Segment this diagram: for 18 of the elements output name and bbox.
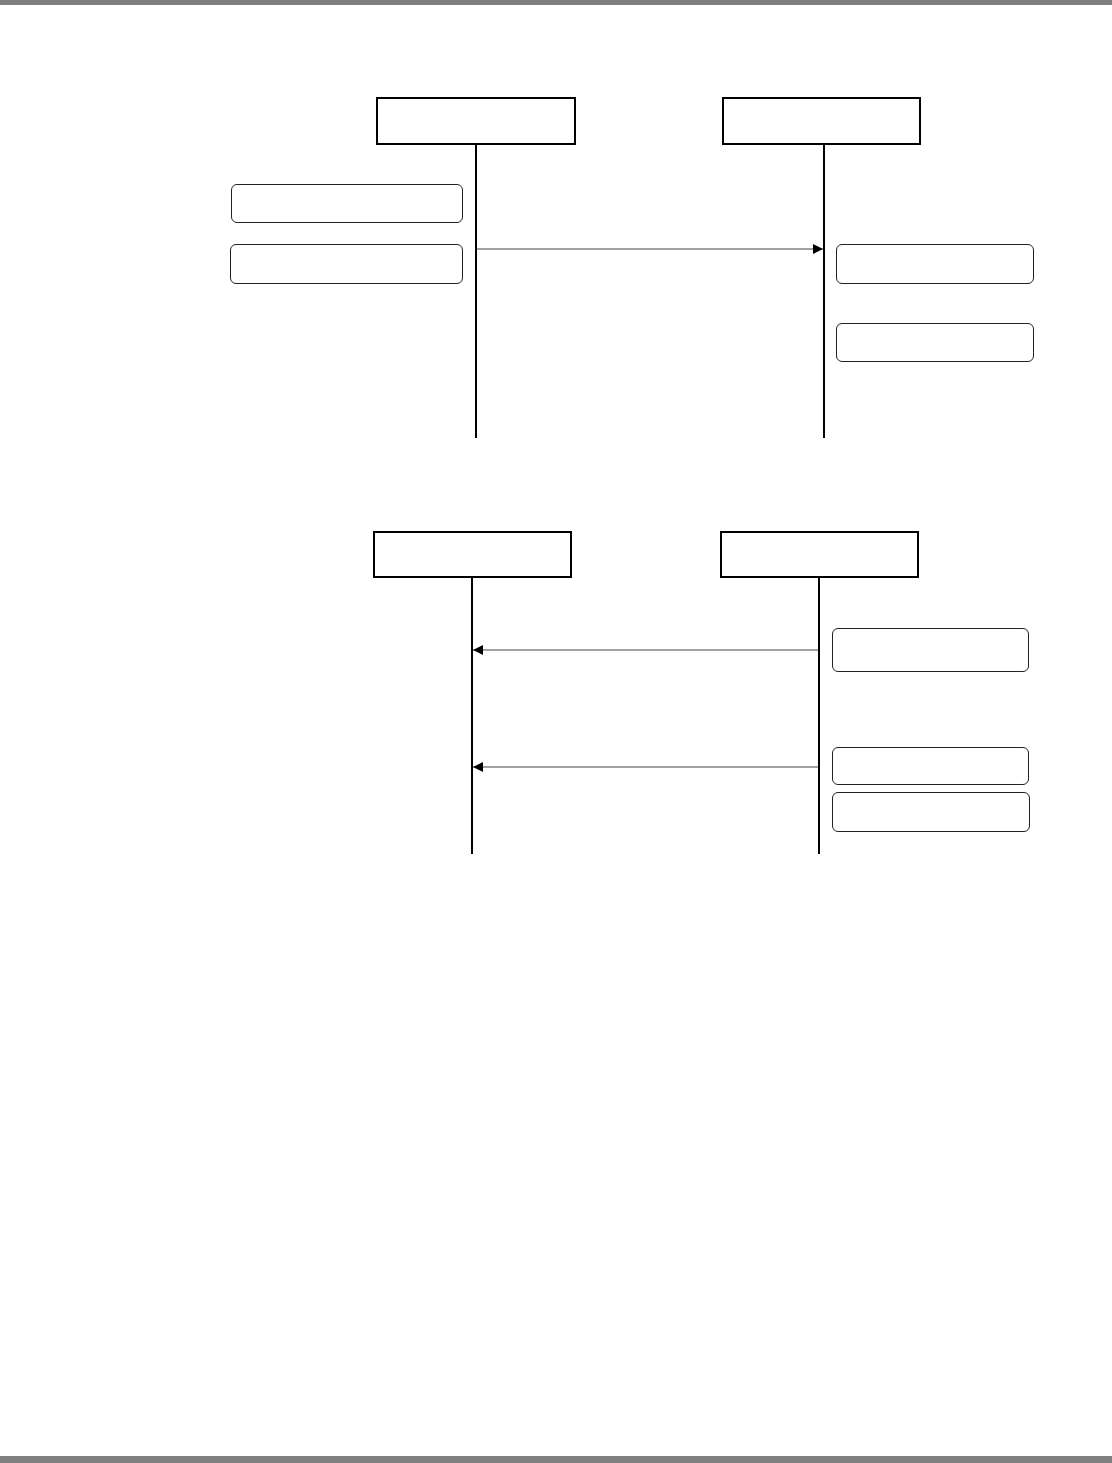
participant-box xyxy=(720,531,919,578)
message-arrow xyxy=(472,645,819,655)
lifeline xyxy=(818,577,820,854)
lifeline xyxy=(823,144,825,438)
note-box xyxy=(832,628,1029,672)
message-arrow xyxy=(476,244,824,254)
note-box xyxy=(230,244,463,284)
participant-box xyxy=(373,531,572,578)
lifeline xyxy=(471,577,473,854)
message-arrow xyxy=(472,762,819,772)
note-box xyxy=(832,792,1030,832)
note-box xyxy=(836,323,1034,362)
note-box xyxy=(832,747,1029,785)
participant-box xyxy=(376,97,576,145)
lifeline xyxy=(475,144,477,438)
note-box xyxy=(231,184,463,223)
note-box xyxy=(836,244,1034,284)
participant-box xyxy=(722,97,921,145)
